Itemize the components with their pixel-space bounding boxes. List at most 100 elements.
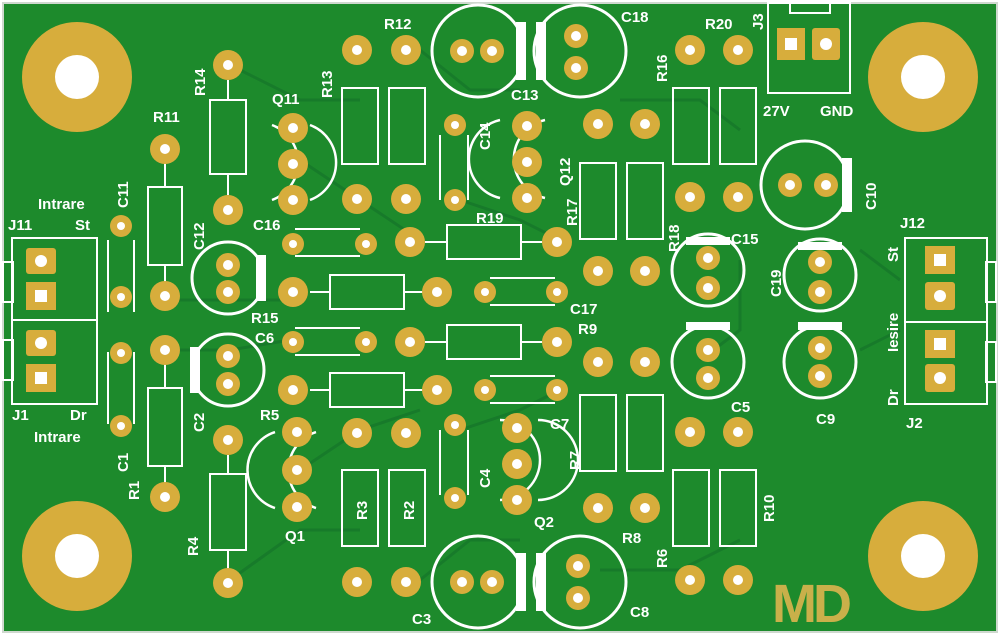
label-r16: R16 [654,54,671,82]
label-r11: R11 [153,109,180,126]
r13-body [341,87,379,165]
label-r4: R4 [185,536,202,556]
label-c5: C5 [731,399,750,416]
small-pad-0-hole [117,222,125,230]
r17-body [579,162,617,240]
label-r18: R18 [666,224,683,252]
pad-32-hole [685,45,695,55]
q2-outline [537,418,580,502]
r3-body [341,469,379,547]
label-c17: C17 [570,301,598,318]
cap-c5 [670,322,746,400]
pad-15-hole [401,577,411,587]
cap-c10 [759,139,852,231]
small-pad-3-hole [117,422,125,430]
cap-pad-8-hole [457,577,467,587]
label-dr-left: Dr [70,407,87,424]
label-r14: R14 [192,68,209,96]
label-c11: C11 [115,181,132,208]
small-pad-15-hole [451,494,459,502]
label-r5: R5 [260,407,279,424]
pad-16-hole [405,237,415,247]
label-c1: C1 [115,453,132,472]
small-pad-8-hole [481,288,489,296]
pad-12-hole [352,428,362,438]
cap-pad-15-hole [703,283,713,293]
label-c2: C2 [191,413,208,432]
cap-c18 [532,3,628,99]
pad-33-hole [733,45,743,55]
label-st-right: St [885,247,902,262]
pad-5-hole [223,205,233,215]
pad-31-hole [640,503,650,513]
label-r17: R17 [564,198,581,226]
label-q12: Q12 [557,158,574,186]
small-pad-10-hole [481,386,489,394]
mounting-hole-tl [22,22,132,132]
pad-44-hole [522,157,532,167]
label-27v: 27V [763,103,790,120]
pad-14-hole [352,577,362,587]
label-intrare-st: Intrare [38,196,85,213]
pad-40-hole [288,123,298,133]
cap-c19 [782,237,858,313]
cap-c3 [430,534,526,630]
label-c19: C19 [768,269,785,297]
cap-pad-14-hole [703,253,713,263]
label-r13: R13 [319,70,336,98]
label-q1: Q1 [285,528,305,545]
cap-pad-19-hole [703,373,713,383]
label-c14: C14 [477,122,494,150]
label-r9: R9 [578,321,597,338]
cap-pad-2-hole [223,351,233,361]
cap-pad-4-hole [457,46,467,56]
connector-j3 [767,2,851,94]
cap-c9 [782,322,858,400]
cap-pad-6-hole [571,31,581,41]
label-j1: J1 [12,407,29,424]
label-j12: J12 [900,215,925,232]
cap-pad-20-hole [815,343,825,353]
pad-36-hole [685,427,695,437]
pad-27-hole [640,266,650,276]
small-pad-13-hole [451,196,459,204]
small-pad-14-hole [451,421,459,429]
label-j3: J3 [750,13,767,30]
pad-43-hole [522,121,532,131]
label-c4: C4 [477,468,494,488]
label-intrare-dr: Intrare [34,429,81,446]
ceramic-cap-outlines [107,135,555,495]
pad-42-hole [288,195,298,205]
pad-26-hole [593,266,603,276]
pad-11-hole [401,194,411,204]
pad-22-hole [288,385,298,395]
mounting-hole-bl [22,501,132,611]
label-c3: C3 [412,611,431,628]
r12-body [388,87,426,165]
cap-pad-10-hole [573,561,583,571]
pad-38-hole [685,575,695,585]
cap-pad-16-hole [815,257,825,267]
cap-pad-12-hole [785,180,795,190]
cap-pad-7-hole [571,63,581,73]
pad-47-hole [292,465,302,475]
small-pad-12-hole [451,121,459,129]
pad-7-hole [223,578,233,588]
cap-c12 [190,240,266,316]
label-c15: C15 [731,231,759,248]
pad-49-hole [512,423,522,433]
pad-20-hole [405,337,415,347]
pad-17-hole [552,237,562,247]
pad-34-hole [685,192,695,202]
mounting-hole-br [868,501,978,611]
r18-body [626,162,664,240]
label-r19: R19 [476,210,504,227]
pad-50-hole [512,459,522,469]
cap-pad-21-hole [815,371,825,381]
cap-pad-11-hole [573,593,583,603]
label-j11: J11 [8,217,32,234]
label-c7: C7 [550,416,569,433]
pad-35-hole [733,192,743,202]
